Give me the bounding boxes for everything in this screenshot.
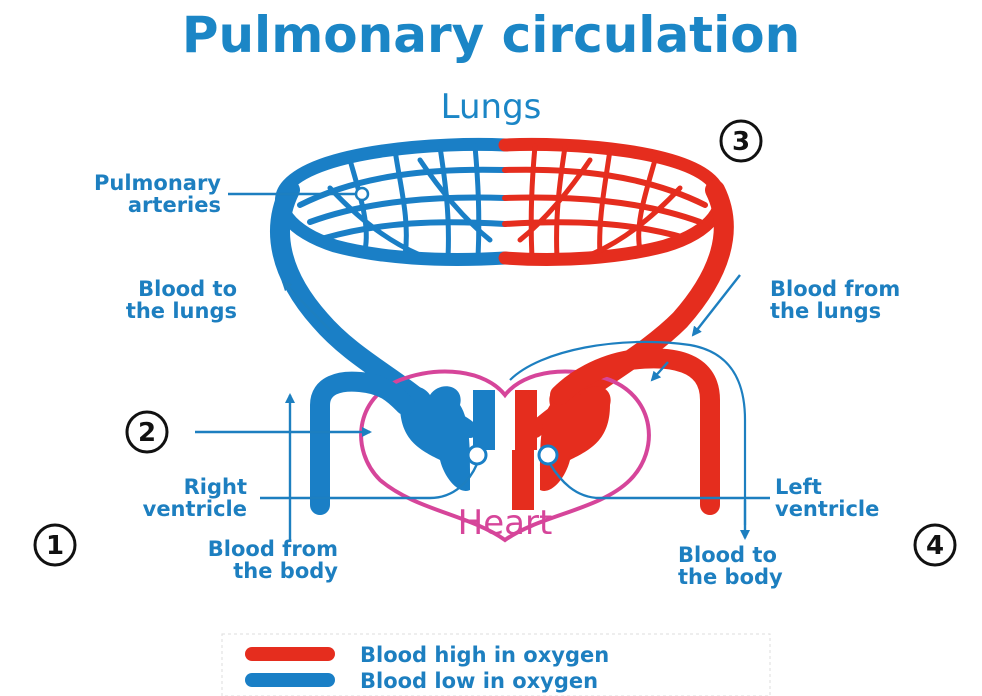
blood-to-body-label-line2: the body bbox=[678, 565, 783, 589]
blood-from-lungs-label-line2: the lungs bbox=[770, 299, 881, 323]
pulmonary-arteries-label-line1: Pulmonary bbox=[94, 171, 221, 195]
marker-2: 2 bbox=[127, 412, 167, 452]
right-ventricle-label-line1: Right bbox=[184, 475, 247, 499]
blood-to-body-label-line1: Blood to bbox=[678, 543, 777, 567]
lung-capillary-network bbox=[281, 144, 720, 259]
legend-label-low: Blood low in oxygen bbox=[360, 669, 598, 693]
marker-1-number: 1 bbox=[46, 531, 64, 561]
heart-label: Heart bbox=[458, 503, 553, 543]
marker-4: 4 bbox=[915, 525, 955, 565]
pulmonary-arteries-marker bbox=[356, 188, 368, 200]
right-ventricle-marker bbox=[468, 446, 486, 464]
marker-3-number: 3 bbox=[732, 127, 750, 157]
right-ventricle-label-line2: ventricle bbox=[143, 497, 247, 521]
left-ventricle-label-line2: ventricle bbox=[775, 497, 879, 521]
blood-to-lungs-label-line2: the lungs bbox=[126, 299, 237, 323]
diagram-title: Pulmonary circulation bbox=[182, 6, 800, 64]
blood-from-body-label-line2: the body bbox=[233, 559, 338, 583]
left-ventricle-label-line1: Left bbox=[775, 475, 822, 499]
marker-2-number: 2 bbox=[138, 418, 156, 448]
marker-1: 1 bbox=[35, 525, 75, 565]
blood-from-body-label-line1: Blood from bbox=[208, 537, 338, 561]
legend: Blood high in oxygen Blood low in oxygen bbox=[222, 634, 770, 696]
pointer-left-ventricle bbox=[550, 464, 770, 498]
blood-to-lungs-label-line1: Blood to bbox=[138, 277, 237, 301]
marker-4-number: 4 bbox=[926, 531, 944, 561]
left-ventricle-marker bbox=[539, 446, 557, 464]
legend-label-high: Blood high in oxygen bbox=[360, 643, 609, 667]
legend-swatch-high bbox=[245, 647, 335, 661]
marker-3: 3 bbox=[721, 121, 761, 161]
legend-swatch-low bbox=[245, 673, 335, 687]
lungs-label: Lungs bbox=[441, 87, 542, 127]
blood-from-lungs-label-line1: Blood from bbox=[770, 277, 900, 301]
pulmonary-arteries-label-line2: arteries bbox=[128, 193, 221, 217]
